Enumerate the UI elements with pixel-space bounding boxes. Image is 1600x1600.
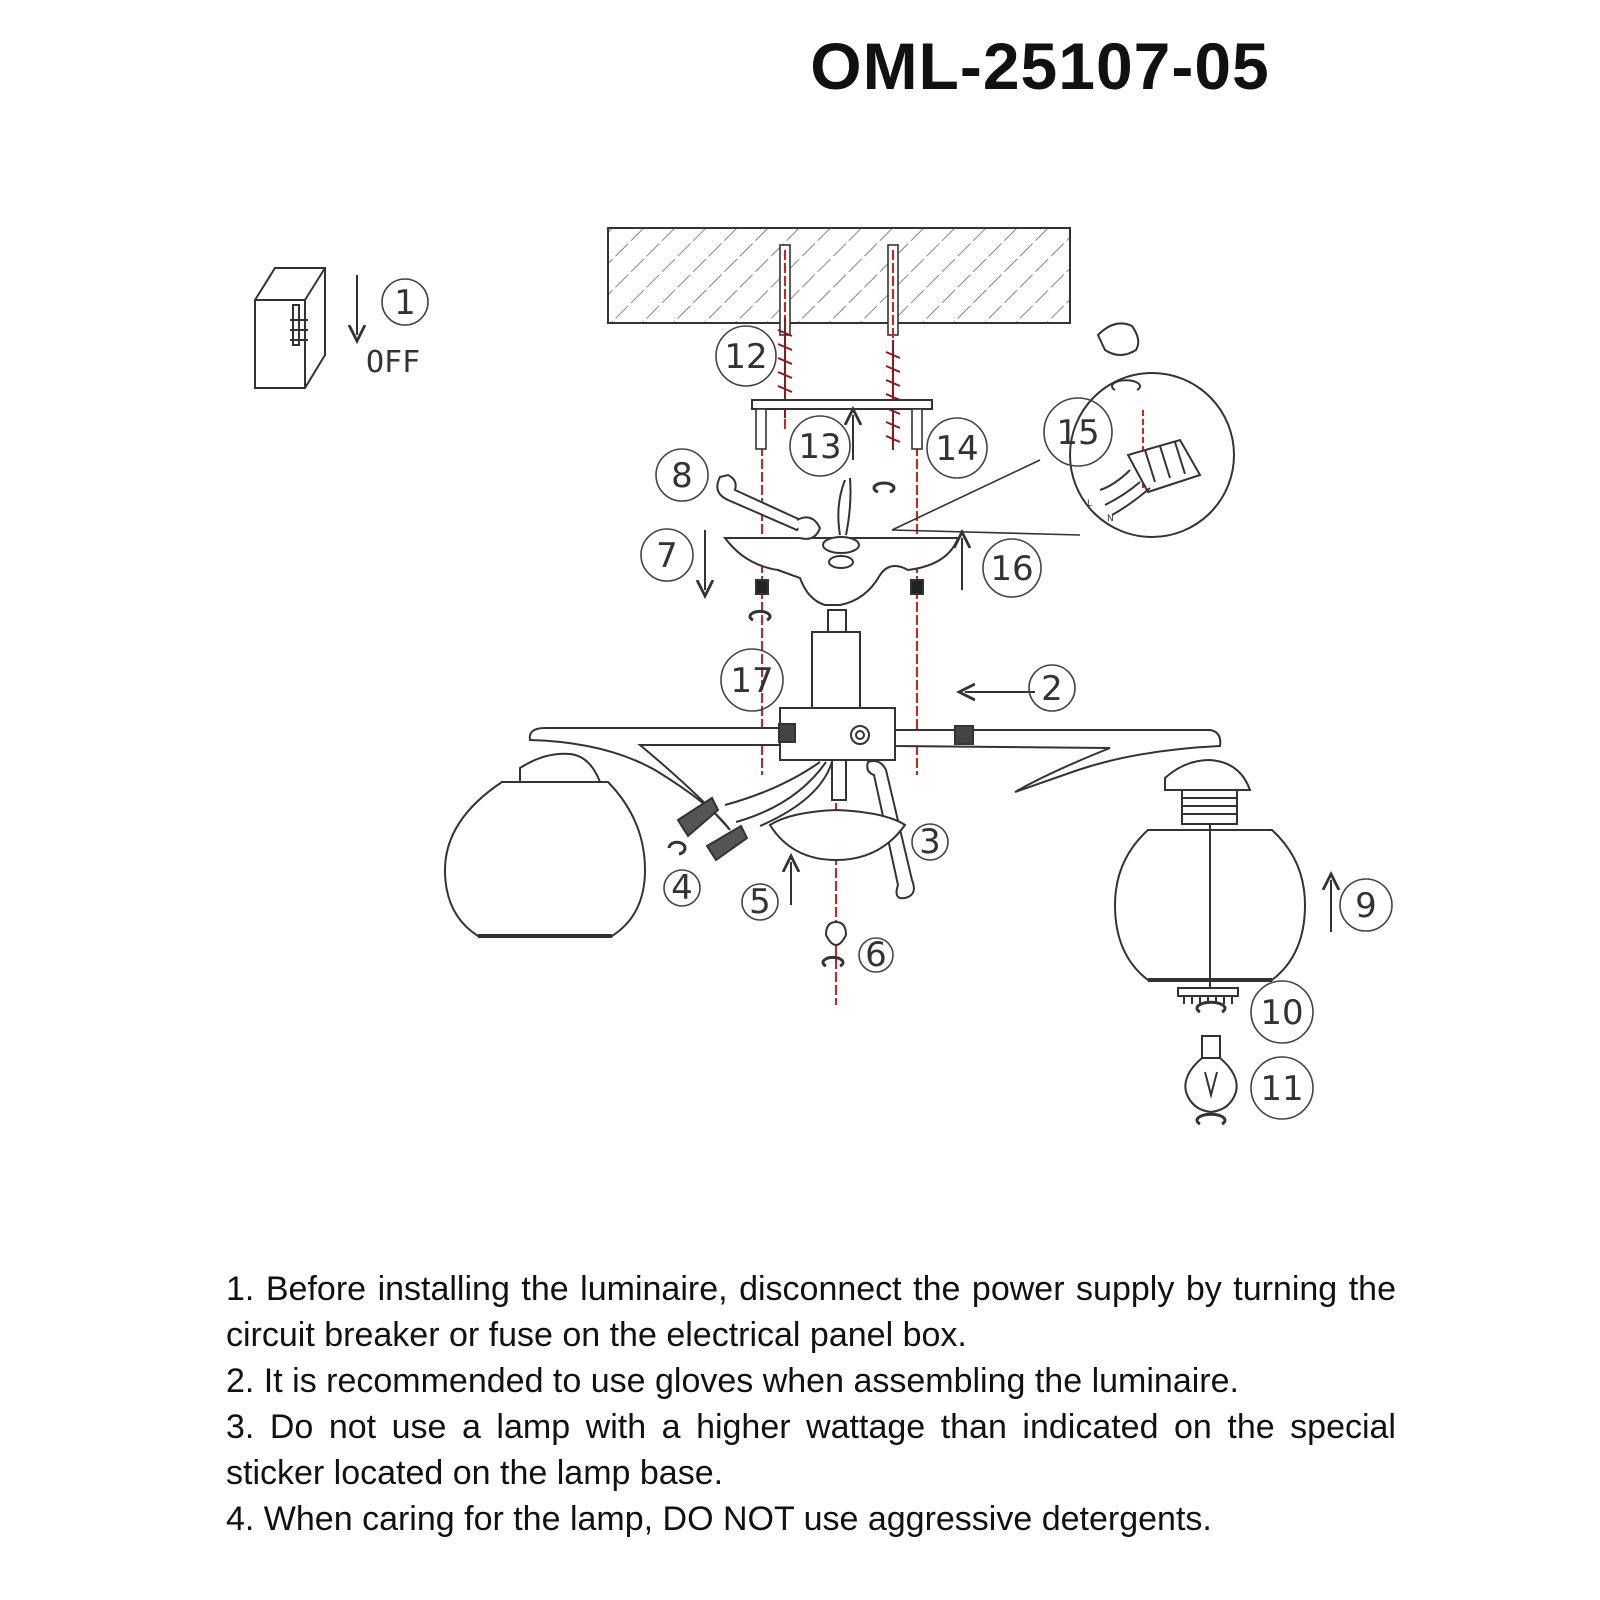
step-11: 11 <box>1260 1069 1303 1109</box>
step-4: 4 <box>671 868 693 908</box>
step-7: 7 <box>656 536 678 576</box>
lamp-shade-left <box>443 752 647 938</box>
supply-wires <box>837 477 852 536</box>
screw-icon <box>777 318 793 418</box>
lamp-shade-right <box>1113 824 1307 990</box>
arm-right <box>894 725 1222 793</box>
rotate-arrow-icon <box>667 481 1227 1126</box>
note-1: 1. Before installing the luminaire, disc… <box>226 1270 1396 1354</box>
step-2: 2 <box>1041 669 1063 709</box>
terminal-block-icon <box>1099 438 1202 516</box>
step-8: 8 <box>671 456 693 496</box>
step-5: 5 <box>749 882 771 922</box>
step-13: 13 <box>798 427 841 467</box>
wire-label-l: L <box>1087 499 1092 509</box>
wire-connectors <box>676 761 833 862</box>
center-hub <box>779 707 896 801</box>
note-4: 4. When caring for the lamp, DO NOT use … <box>226 1500 1212 1538</box>
step-14: 14 <box>935 429 978 469</box>
shade-ring <box>1177 987 1239 1004</box>
step-15: 15 <box>1056 413 1099 453</box>
step-12: 12 <box>724 337 767 377</box>
step-numbers: 1 2 3 4 5 6 7 8 9 10 11 12 13 14 15 16 1… <box>394 283 1377 1109</box>
wire-label-n: N <box>1107 514 1114 524</box>
step-16: 16 <box>990 549 1033 589</box>
mounting-bar <box>751 399 933 450</box>
step-number-circles <box>381 278 1393 1120</box>
light-bulb-icon <box>1184 1035 1238 1114</box>
step-6: 6 <box>865 935 887 975</box>
light-switch-icon <box>254 267 326 389</box>
step-9: 9 <box>1355 886 1377 926</box>
step-10: 10 <box>1260 993 1303 1033</box>
lamp-socket-right <box>1164 758 1252 825</box>
bottom-cap <box>768 808 907 947</box>
center-spacer <box>811 609 861 711</box>
safety-notes: 1. Before installing the luminaire, disc… <box>226 1266 1396 1542</box>
alignment-guides <box>761 250 1144 1005</box>
direction-arrows <box>357 275 1331 932</box>
step-1: 1 <box>394 283 416 323</box>
hand-icon <box>1096 322 1140 356</box>
step-3: 3 <box>919 822 941 862</box>
screw-icon <box>885 340 901 450</box>
step-17: 17 <box>730 661 773 701</box>
note-2: 2. It is recommended to use gloves when … <box>226 1362 1239 1400</box>
switch-off-label: OFF <box>366 345 420 380</box>
note-3: 3. Do not use a lamp with a higher watta… <box>226 1408 1396 1492</box>
arm-left <box>528 723 796 831</box>
ceiling <box>607 227 1071 324</box>
wrench-icon <box>716 473 822 540</box>
model-title: OML-25107-05 <box>810 29 1270 103</box>
wiring-detail <box>891 322 1235 538</box>
assembly-diagram: L N 1 2 3 4 5 6 7 8 9 10 11 12 13 14 15 <box>254 227 1393 1126</box>
ceiling-canopy <box>723 536 960 606</box>
